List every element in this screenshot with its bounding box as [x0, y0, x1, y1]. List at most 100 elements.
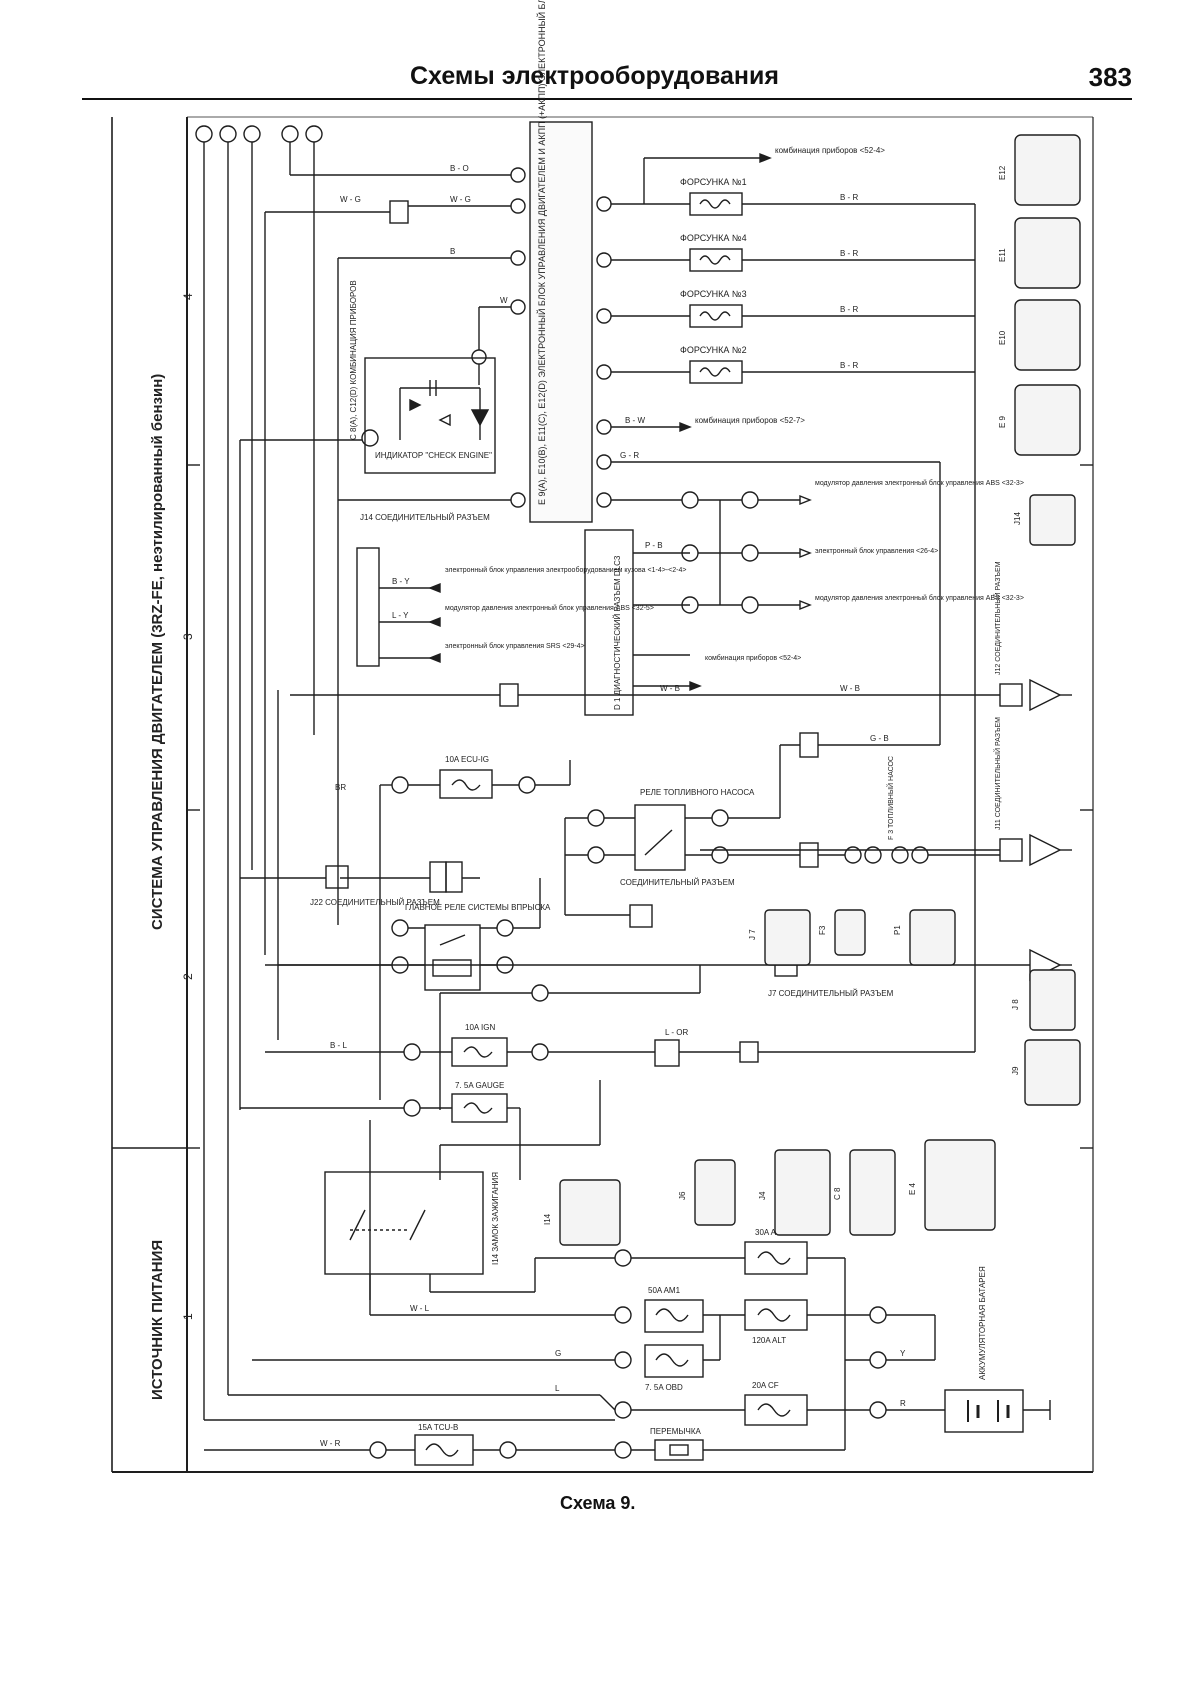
figure-caption: Схема 9. [560, 1493, 636, 1513]
wire-w-1: W [500, 296, 508, 305]
wire-b-o-1: B - O [450, 164, 469, 173]
connector-e12: E12 [998, 165, 1007, 180]
label-injector-3: ФОРСУНКА №3 [680, 289, 747, 299]
connector-j8: J 8 [1011, 999, 1020, 1010]
wire-b-y: B - Y [392, 577, 410, 586]
label-junction-j7: J7 СОЕДИНИТЕЛЬНЫЙ РАЗЪЕМ [768, 989, 894, 998]
wire-labels: B - O W - G W - G B W B - R B - R B - R … [320, 164, 906, 1448]
label-combination-meter-2: комбинация приборов <52-7> [695, 416, 805, 425]
connector-drawings [559, 134, 1081, 1246]
power-fuses [204, 1241, 945, 1426]
dlc3-block: D 1 ДИАГНОСТИЧЕСКИЙ РАЗЪЕМ DLC3 [584, 491, 812, 716]
label-jumper: ПЕРЕМЫЧКА [650, 1427, 701, 1436]
connector-p1: P1 [893, 925, 902, 935]
connector-e4: E 4 [908, 1182, 917, 1195]
label-junction-j12: J12 СОЕДИНИТЕЛЬНЫЙ РАЗЪЕМ [993, 561, 1002, 675]
label-abs-actuator-1: модулятор давления электронный блок упра… [815, 479, 1024, 487]
junction-j22 [240, 865, 349, 889]
label-junction-j22: J22 СОЕДИНИТЕЛЬНЫЙ РАЗЪЕМ [310, 898, 440, 907]
label-fuse-ecu-ig: 10A ECU-IG [445, 755, 489, 764]
label-injector-1: ФОРСУНКА №1 [680, 177, 747, 187]
ecu-label: E 9(A), E10(B), E11(C), E12(D) ЭЛЕКТРОНН… [536, 0, 547, 505]
fuse-ecu-ig [379, 760, 571, 1100]
label-srs-ecu: электронный блок управления SRS <29-4> [445, 642, 585, 650]
junction-grounds [278, 678, 1072, 982]
connector-f3: F3 [818, 925, 827, 935]
connector-e11: E11 [998, 248, 1007, 262]
wire-b-r-1: B - R [840, 193, 858, 202]
page-header-title: Схемы электрооборудования [410, 62, 779, 90]
wire-w-l: W - L [410, 1304, 430, 1313]
fuses-ign-gauge [240, 965, 976, 1180]
wire-g-r: G - R [620, 451, 639, 460]
connector-labels: E12 E11 E10 E 9 J14 J 7 P1 F3 J 8 J9 I14… [543, 165, 1022, 1225]
label-fuse-gauge: 7. 5A GAUGE [455, 1081, 504, 1090]
connector-j14: J14 [1013, 512, 1022, 525]
label-check-engine: ИНДИКАТОР "CHECK ENGINE" [375, 451, 492, 460]
connector-j9: J9 [1011, 1066, 1020, 1075]
top-terminals [195, 125, 323, 143]
label-abs-actuator-2: модулятор давления электронный блок упра… [815, 594, 1024, 602]
main-relay [265, 861, 541, 991]
grid-number-1: 1 [181, 1313, 195, 1320]
label-fuse-cf: 20A CF [752, 1381, 779, 1390]
fuel-pump-relay [564, 730, 1000, 928]
label-abs-ecu-52: модулятор давления электронный блок упра… [445, 604, 654, 612]
label-body-ecu: электронный блок управления электрообору… [445, 566, 686, 574]
label-dlc3: D 1 ДИАГНОСТИЧЕСКИЙ РАЗЪЕМ DLC3 [613, 555, 622, 710]
wire-b-w: B - W [625, 416, 645, 425]
connector-j7: J 7 [748, 929, 757, 940]
wire-b-r-3: B - R [840, 305, 858, 314]
wire-l-or: L - OR [665, 1028, 688, 1037]
wire-w-b-2: W - B [840, 684, 860, 693]
page-number: 383 [1088, 62, 1132, 92]
connector-e9: E 9 [998, 415, 1007, 428]
label-combination-meter-1: комбинация приборов <52-4> [775, 146, 885, 155]
check-engine-indicator: ИНДИКАТОР "CHECK ENGINE" [240, 357, 496, 474]
injectors [611, 192, 976, 1040]
wire-r: R [900, 1399, 906, 1408]
label-fuse-tcu: 15A TCU-B [418, 1423, 458, 1432]
combination-meter-links [611, 152, 941, 730]
wire-g-b: G - B [870, 734, 889, 743]
header-rule [82, 98, 1132, 100]
connector-i14: I14 [543, 1213, 552, 1225]
section-title-engine-control: СИСТЕМА УПРАВЛЕНИЯ ДВИГАТЕЛЕМ (3RZ-FE, н… [149, 374, 166, 930]
wire-l-y: L - Y [392, 611, 409, 620]
label-battery: АККУМУЛЯТОРНАЯ БАТАРЕЯ [978, 1266, 987, 1380]
label-junction-j14: J14 СОЕДИНИТЕЛЬНЫЙ РАЗЪЕМ [360, 513, 490, 522]
label-fuse-am1: 50A AM1 [648, 1286, 681, 1295]
wire-p-b: P - B [645, 541, 663, 550]
label-injector-2: ФОРСУНКА №2 [680, 345, 747, 355]
junction-j14 [356, 547, 441, 667]
label-combination-meter-3: комбинация приборов <52-4> [705, 654, 801, 662]
wire-y: Y [900, 1349, 906, 1358]
wire-b-1: B [450, 247, 455, 256]
connector-e10: E10 [998, 330, 1007, 345]
wire-b-l: B - L [330, 1041, 347, 1050]
ecu-right-pins [596, 196, 612, 508]
label-fuel-pump-relay: РЕЛЕ ТОПЛИВНОГО НАСОСА [640, 788, 755, 797]
connector-j6: J6 [678, 1191, 687, 1200]
wire-l: L [555, 1384, 560, 1393]
connector-j4: J4 [758, 1191, 767, 1200]
ecu-block: E 9(A), E10(B), E11(C), E12(D) ЭЛЕКТРОНН… [529, 0, 593, 523]
label-fuse-ign: 10A IGN [465, 1023, 495, 1032]
label-injector-4: ФОРСУНКА №4 [680, 233, 747, 243]
wire-w-g-1: W - G [340, 195, 361, 204]
label-fuse-obd: 7. 5A OBD [645, 1383, 683, 1392]
wire-b-r-4: B - R [840, 361, 858, 370]
label-ignition-switch: I14 ЗАМОК ЗАЖИГАНИЯ [491, 1172, 500, 1265]
label-junction-mid: СОЕДИНИТЕЛЬНЫЙ РАЗЪЕМ [620, 878, 735, 887]
left-bus-wires [203, 142, 371, 1420]
label-fuse-alt: 120A ALT [752, 1336, 786, 1345]
wire-w-g-2: W - G [450, 195, 471, 204]
diagram-frame [111, 116, 1094, 1473]
ignition-switch [324, 1080, 601, 1315]
grid-number-3: 3 [181, 633, 195, 640]
label-main-relay: ГЛАВНОЕ РЕЛЕ СИСТЕМЫ ВПРЫСКА [405, 903, 551, 912]
tcu-fuse-jumper [204, 1420, 846, 1466]
wire-w-b-1: W - B [660, 684, 680, 693]
wire-b-r-2: B - R [840, 249, 858, 258]
